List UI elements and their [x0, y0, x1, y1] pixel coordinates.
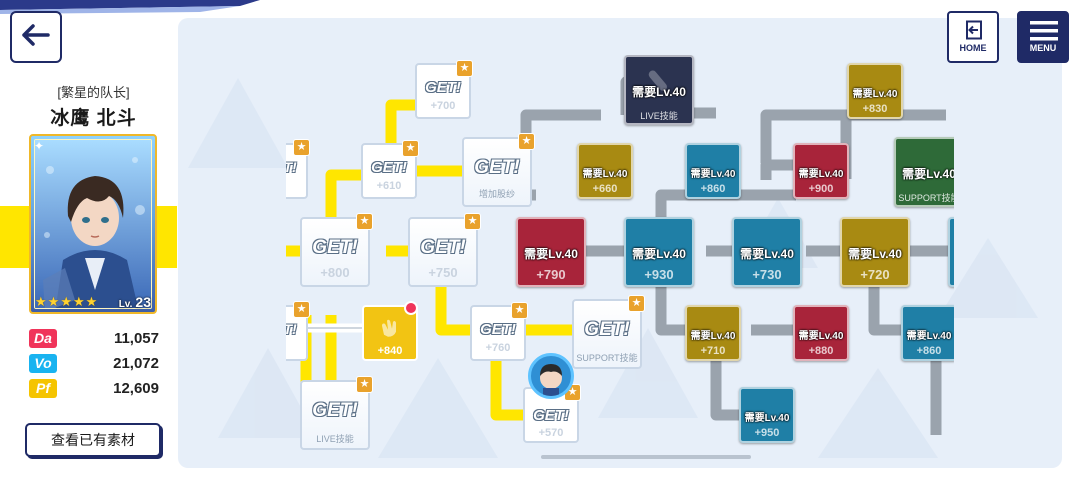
tree-node[interactable]: GET! +750 ★	[408, 213, 481, 287]
tree-node-available[interactable]: +840	[362, 305, 418, 361]
character-subtitle: [繁星的队长]	[57, 85, 130, 100]
tree-node-locked[interactable]: 需要Lv.40 +950	[739, 387, 795, 443]
tree-node[interactable]: GET! +0 ★	[286, 139, 310, 199]
tree-node[interactable]: GET! +0 ★	[286, 301, 310, 361]
background-pattern	[188, 78, 1038, 458]
exit-icon	[964, 20, 984, 45]
tree-node-locked[interactable]: 需要Lv.40 +720	[840, 217, 910, 287]
stat-badge: Vo	[29, 353, 57, 373]
tree-node-locked[interactable]: 需要Lv.40 +860	[685, 143, 741, 199]
card-level: Lv.23	[118, 294, 151, 310]
horizontal-scrollbar[interactable]	[541, 455, 751, 459]
tree-node[interactable]: GET! +570 ★	[523, 384, 581, 443]
clap-icon	[379, 317, 401, 344]
tree-node-locked[interactable]: 需要Lv.40 +660	[577, 143, 633, 199]
star-icon: ★	[35, 294, 47, 309]
tree-node-locked[interactable]	[948, 217, 954, 287]
medal-icon: ★	[628, 295, 645, 312]
stat-badge: Da	[29, 328, 57, 348]
star-icon: ★	[60, 294, 72, 309]
stat-pf: Pf 12,609	[29, 377, 159, 399]
tree-node[interactable]: GET! +800 ★	[300, 213, 373, 287]
medal-icon: ★	[464, 213, 481, 230]
tree-node-locked[interactable]: 需要Lv.40 +830	[847, 63, 903, 119]
tree-node-locked[interactable]: 需要Lv.40 +900	[793, 143, 849, 199]
medal-icon: ★	[456, 60, 473, 77]
skill-tree[interactable]: GET! +0 ★ GET! +0 ★ GET! +700 ★ GET! +61…	[286, 55, 954, 453]
character-card[interactable]: ✦ ★ ★ ★ ★ ★ Lv.23	[29, 134, 157, 314]
arrow-left-icon	[22, 23, 50, 51]
medal-icon: ★	[356, 213, 373, 230]
back-button[interactable]	[10, 11, 62, 63]
tree-node[interactable]: GET! +700 ★	[415, 60, 473, 119]
tree-node[interactable]: GET! SUPPORT技能 ★	[572, 295, 645, 369]
tree-node[interactable]: GET! +610 ★	[361, 140, 419, 199]
medal-icon: ★	[518, 133, 535, 150]
menu-button[interactable]: MENU	[1017, 11, 1069, 63]
stat-value: 12,609	[113, 379, 159, 397]
tree-node-locked[interactable]: 需要Lv.40 LIVE技能	[624, 55, 694, 125]
home-button[interactable]: HOME	[947, 11, 999, 63]
medal-icon: ★	[293, 301, 310, 318]
tree-node-locked[interactable]: 需要Lv.40 +790	[516, 217, 586, 287]
home-label: HOME	[959, 43, 987, 53]
tree-node-locked[interactable]: 需要Lv.40 +860	[901, 305, 954, 361]
star-icon: ★	[72, 294, 85, 309]
notification-dot	[404, 301, 418, 315]
tree-node-locked[interactable]: 需要Lv.40 SUPPORT技能	[894, 137, 954, 207]
tree-node-locked[interactable]: 需要Lv.40 +930	[624, 217, 694, 287]
tree-node-locked[interactable]: 需要Lv.40 +710	[685, 305, 741, 361]
medal-icon: ★	[511, 302, 528, 319]
hamburger-icon	[1030, 20, 1058, 47]
star-icon: ★	[47, 294, 60, 309]
tree-node[interactable]: GET! +760 ★	[470, 302, 528, 361]
stat-value: 21,072	[113, 354, 159, 372]
view-materials-button[interactable]: 查看已有素材	[25, 423, 161, 457]
tree-node-locked[interactable]: 需要Lv.40 +880	[793, 305, 849, 361]
stat-badge: Pf	[29, 378, 57, 398]
stat-value: 11,057	[113, 329, 159, 347]
sparkle-icon: ✦	[34, 139, 45, 153]
menu-label: MENU	[1029, 43, 1057, 53]
medal-icon: ★	[293, 139, 310, 156]
player-avatar	[528, 353, 574, 399]
medal-icon: ★	[356, 376, 373, 393]
tree-node[interactable]: GET! 增加股纱 ★	[462, 133, 535, 207]
card-art	[34, 139, 152, 309]
character-name: 冰鹰 北斗	[50, 108, 137, 129]
rarity-stars: ★ ★ ★ ★ ★	[35, 295, 97, 308]
tree-node[interactable]: GET! LIVE技能 ★	[300, 376, 373, 450]
microphone-icon	[642, 67, 676, 106]
medal-icon: ★	[402, 140, 419, 157]
tree-node-locked[interactable]: 需要Lv.40 +730	[732, 217, 802, 287]
stat-vo: Vo 21,072	[29, 352, 159, 374]
stat-da: Da 11,057	[29, 327, 159, 349]
star-icon: ★	[85, 294, 98, 309]
